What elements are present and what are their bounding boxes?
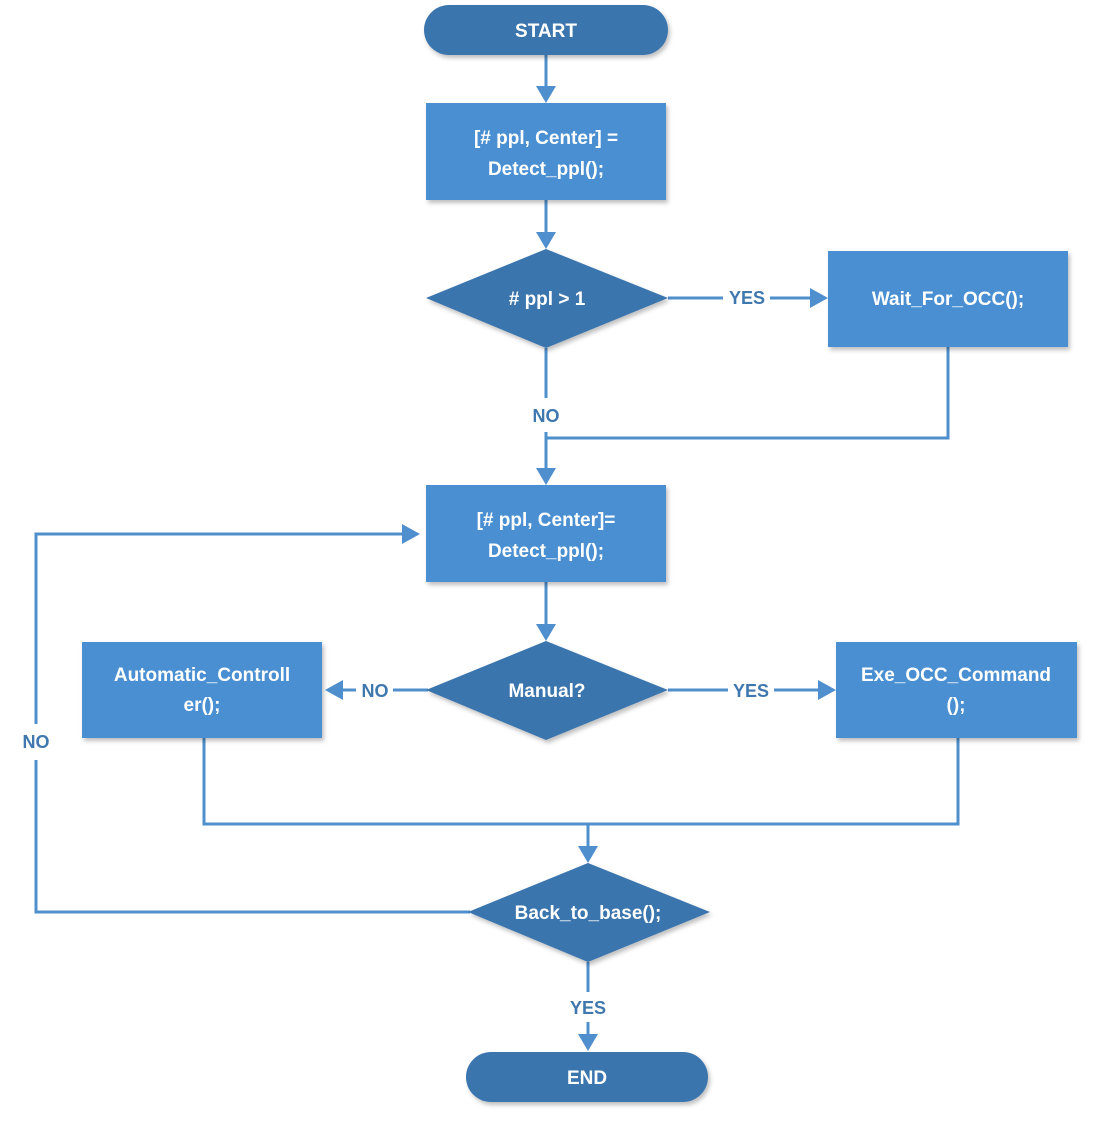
start-terminal xyxy=(424,5,668,55)
arrowhead-down xyxy=(578,846,598,863)
connector-base-no-top xyxy=(34,532,404,724)
label-no-base: NO xyxy=(23,732,50,752)
label-yes-manual: YES xyxy=(733,681,769,701)
decision-ppl-diamond xyxy=(426,249,668,348)
arrowhead-right xyxy=(810,288,828,308)
exe-occ-command-line-1: Exe_OCC_Command xyxy=(861,665,1051,686)
detect-ppl-1-line-2: Detect_ppl(); xyxy=(488,159,604,180)
connectors xyxy=(34,55,960,1036)
automatic-controller-box xyxy=(82,642,322,738)
exe-occ-command-box xyxy=(836,642,1077,738)
start-label: START xyxy=(515,21,577,42)
arrowhead-left xyxy=(325,680,343,700)
detect-ppl-2-line-1: [# ppl, Center]= xyxy=(477,510,616,531)
wait-for-occ-box xyxy=(828,251,1068,347)
automatic-controller-line-2: er(); xyxy=(184,695,221,716)
detect-ppl-box-2 xyxy=(426,485,666,582)
end-terminal xyxy=(466,1052,708,1102)
arrowhead-down xyxy=(536,624,556,641)
arrowhead-down xyxy=(536,86,556,103)
label-no-manual: NO xyxy=(362,681,389,701)
decision-ppl-label: # ppl > 1 xyxy=(509,289,586,310)
connector-wait-merge xyxy=(546,347,950,440)
arrowhead-right xyxy=(818,680,836,700)
arrowheads xyxy=(325,86,836,1051)
connector-branches-merge xyxy=(202,738,960,826)
label-yes-ppl: YES xyxy=(729,288,765,308)
end-label: END xyxy=(567,1068,607,1089)
exe-occ-command-line-2: (); xyxy=(947,695,966,716)
decision-manual-diamond xyxy=(426,641,668,740)
connector-base-no-bottom xyxy=(34,760,470,914)
detect-ppl-2-line-2: Detect_ppl(); xyxy=(488,541,604,562)
detect-ppl-box-1 xyxy=(426,103,666,200)
label-yes-base: YES xyxy=(570,998,606,1018)
decision-back-to-base-diamond xyxy=(468,863,710,962)
decision-manual-label: Manual? xyxy=(508,681,585,702)
decision-back-to-base-label: Back_to_base(); xyxy=(515,903,662,924)
wait-for-occ-label: Wait_For_OCC(); xyxy=(872,289,1024,310)
arrowhead-down xyxy=(536,468,556,485)
arrowhead-down xyxy=(536,232,556,249)
arrowhead-right xyxy=(402,524,420,544)
arrowhead-down xyxy=(578,1034,598,1051)
automatic-controller-line-1: Automatic_Controll xyxy=(114,665,290,686)
detect-ppl-1-line-1: [# ppl, Center] = xyxy=(474,128,618,149)
label-no-ppl: NO xyxy=(533,406,560,426)
